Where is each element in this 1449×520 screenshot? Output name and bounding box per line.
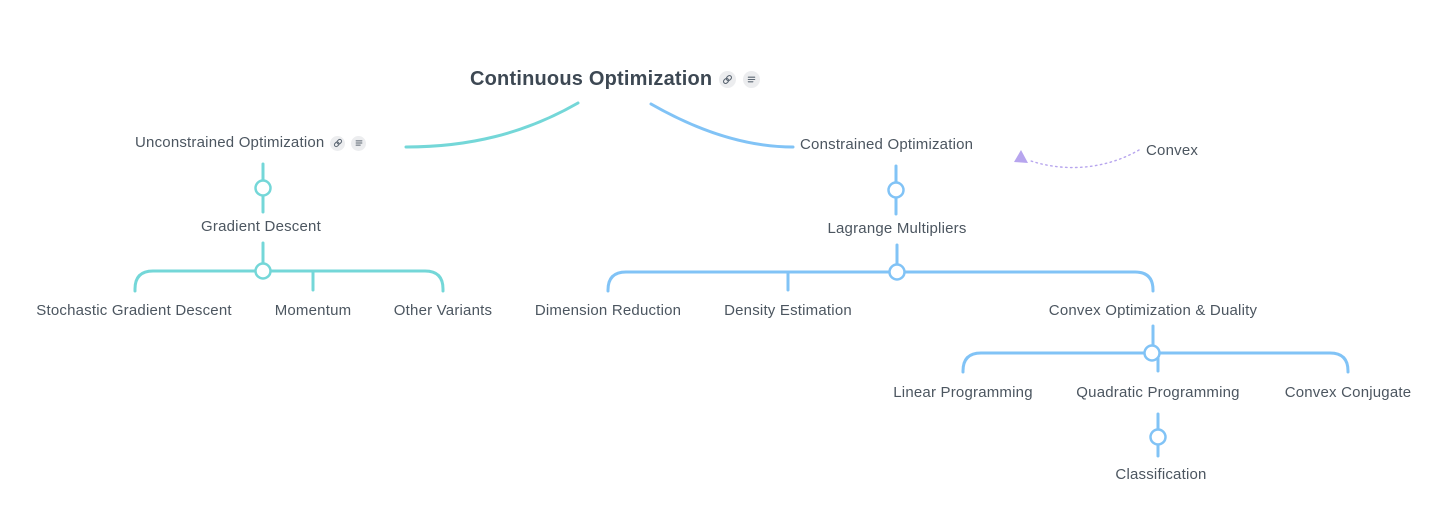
node-density-estimation[interactable]: Density Estimation — [724, 302, 852, 320]
link-icon[interactable] — [719, 70, 737, 88]
node-classification[interactable]: Classification — [1115, 466, 1206, 484]
node-quadratic-programming[interactable]: Quadratic Programming — [1076, 384, 1239, 402]
node-gradient-descent[interactable]: Gradient Descent — [201, 218, 321, 236]
collapse-handle-gradient-descent[interactable] — [254, 179, 272, 197]
node-lagrange-multipliers[interactable]: Lagrange Multipliers — [827, 220, 966, 238]
node-label: Lagrange Multipliers — [827, 220, 967, 237]
node-other-variants[interactable]: Other Variants — [394, 302, 492, 320]
bracket-gradient-children — [133, 269, 445, 293]
node-linear-programming[interactable]: Linear Programming — [893, 384, 1033, 402]
collapse-handle-gradient-children[interactable] — [254, 262, 272, 280]
node-label: Dimension Reduction — [534, 302, 682, 319]
node-label: Classification — [1115, 466, 1207, 483]
node-dimension-reduction[interactable]: Dimension Reduction — [535, 302, 681, 320]
node-label: Momentum — [274, 302, 352, 319]
node-label: Unconstrained Optimization — [135, 134, 325, 151]
annotation-label: Convex — [1146, 142, 1199, 159]
node-label: Gradient Descent — [201, 218, 321, 235]
node-label: Stochastic Gradient Descent — [36, 302, 232, 319]
node-label: Density Estimation — [724, 302, 852, 319]
bracket-lagrange-children — [606, 270, 1155, 293]
node-label: Convex Conjugate — [1284, 384, 1412, 401]
node-constrained-optimization[interactable]: Constrained Optimization — [800, 136, 973, 154]
branch-curve-constrained — [649, 102, 795, 149]
node-label: Convex Optimization & Duality — [1048, 302, 1258, 319]
notes-icon[interactable] — [351, 135, 367, 151]
node-convex-optimization-duality[interactable]: Convex Optimization & Duality — [1049, 302, 1257, 320]
node-label: Other Variants — [393, 302, 493, 319]
node-convex-conjugate[interactable]: Convex Conjugate — [1285, 384, 1412, 402]
node-label: Quadratic Programming — [1076, 384, 1240, 401]
collapse-handle-lagrange[interactable] — [887, 181, 905, 199]
branch-curve-unconstrained — [404, 101, 580, 149]
notes-icon[interactable] — [743, 70, 761, 88]
annotation-convex[interactable]: Convex — [1146, 142, 1198, 160]
node-unconstrained-optimization[interactable]: Unconstrained Optimization — [135, 134, 367, 152]
collapse-handle-lagrange-children[interactable] — [888, 263, 906, 281]
collapse-handle-convex-duality-children[interactable] — [1143, 344, 1161, 362]
node-continuous-optimization[interactable]: Continuous Optimization — [470, 66, 761, 92]
collapse-handle-classification[interactable] — [1149, 428, 1167, 446]
node-momentum[interactable]: Momentum — [275, 302, 352, 320]
node-label: Continuous Optimization — [470, 68, 713, 90]
node-label: Constrained Optimization — [800, 136, 974, 153]
annotation-arrow-convex — [1030, 149, 1140, 169]
annotation-arrowhead — [1014, 150, 1028, 163]
node-label: Linear Programming — [893, 384, 1033, 401]
link-icon[interactable] — [330, 135, 346, 151]
node-stochastic-gradient-descent[interactable]: Stochastic Gradient Descent — [36, 302, 232, 320]
